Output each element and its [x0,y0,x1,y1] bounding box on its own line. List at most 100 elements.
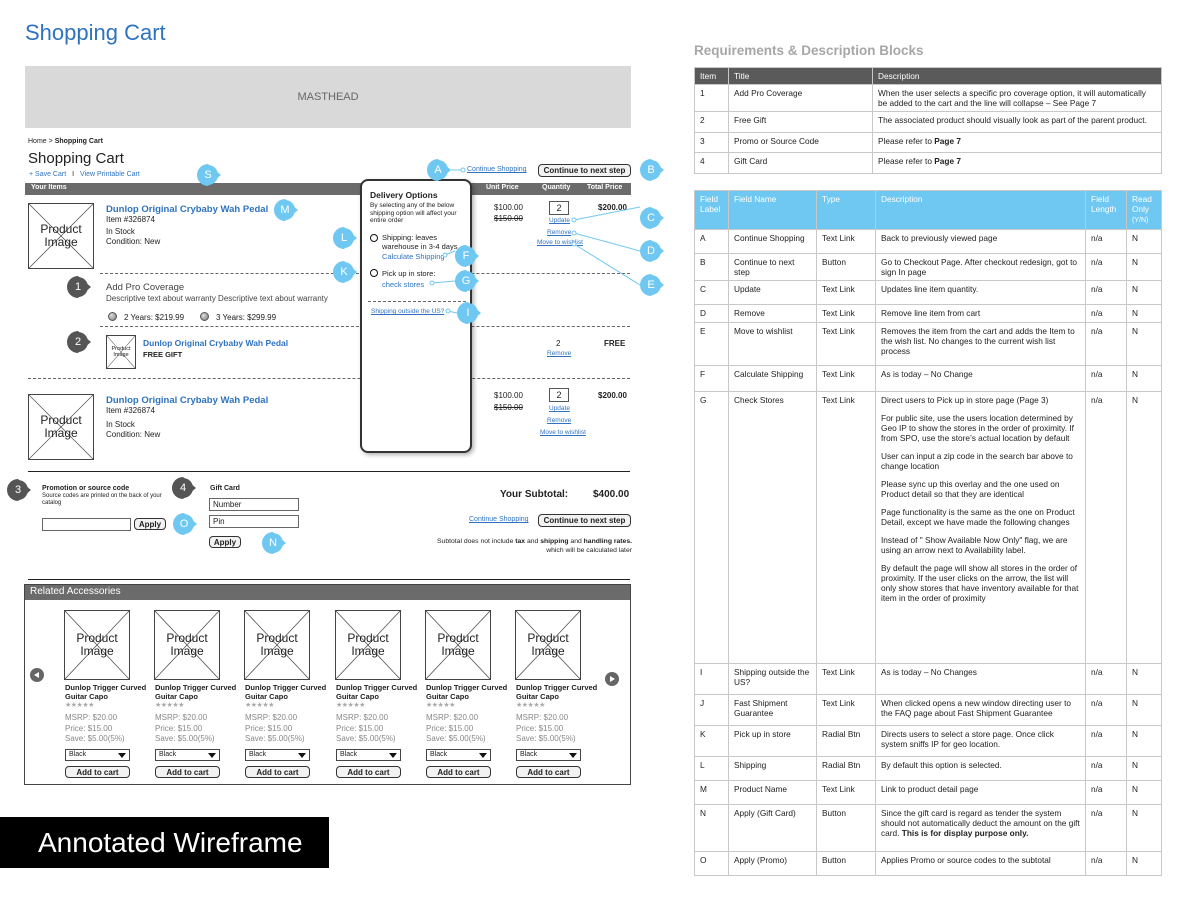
update-link[interactable]: Update [549,405,570,412]
color-select[interactable]: Black [336,749,401,761]
related-save: Save: $5.00(5%) [426,734,486,743]
color-select[interactable]: Black [245,749,310,761]
related-save: Save: $5.00(5%) [336,734,396,743]
table-row: K Pick up in store Radial Btn Directs us… [694,725,1162,757]
update-link[interactable]: Update [549,217,570,224]
related-msrp: MSRP: $20.00 [426,713,479,722]
add-to-cart-button[interactable]: Add to cart [336,766,401,778]
add-to-cart-button[interactable]: Add to cart [65,766,130,778]
field-desc: Since the gift card is regard as tender … [881,808,1080,838]
coverage-radio-2yr[interactable] [108,312,117,321]
delivery-options-overlay: Delivery Options By selecting any of the… [360,179,472,453]
shipping-outside-us-link[interactable]: Shipping outside the US? [371,308,445,315]
subtotal-value: $400.00 [593,489,630,500]
product-image[interactable]: Product Image [28,203,94,269]
remove-link[interactable]: Remove [547,417,572,424]
gift-card-apply-button[interactable]: Apply [209,536,241,548]
note-text: which will be calculated later [546,547,632,554]
color-select[interactable]: Black [516,749,581,761]
annotated-wireframe-banner: Annotated Wireframe [0,817,329,868]
related-save: Save: $5.00(5%) [65,734,125,743]
continue-next-step-button[interactable]: Continue to next step [538,514,631,527]
gift-product-name-link[interactable]: Dunlop Original Crybaby Wah Pedal [143,338,289,348]
field-type: Text Link [816,694,876,726]
annotation-marker-icon: 2 [67,331,91,353]
promo-code-input[interactable] [42,518,131,531]
field-readonly: N [1126,663,1162,695]
continue-shopping-link[interactable]: Continue Shopping [469,516,529,523]
quantity-input[interactable]: 2 [549,388,569,402]
field-label: F [694,365,729,392]
related-product-image[interactable]: Product Image [335,610,401,680]
pickup-radio[interactable] [370,269,378,277]
field-desc: Applies Promo or source codes to the sub… [881,855,1051,865]
coverage-radio-3yr[interactable] [200,312,209,321]
add-to-cart-button[interactable]: Add to cart [426,766,491,778]
related-product-image[interactable]: Product Image [154,610,220,680]
move-to-wishlist-link[interactable]: Move to wishlist [537,239,583,246]
divider [28,471,630,472]
field-readonly: N [1126,229,1162,254]
related-product-image[interactable]: Product Image [425,610,491,680]
product-image[interactable]: Product Image [28,394,94,460]
save-cart-link[interactable]: + Save Cart [29,171,67,178]
gift-card-number-input[interactable]: Number [209,498,299,511]
gift-product-image[interactable]: Product Image [106,335,136,369]
related-product-name[interactable]: Dunlop Trigger Curved Guitar Capo [65,683,147,701]
related-product-name[interactable]: Dunlop Trigger Curved Guitar Capo [155,683,237,701]
annotation-marker-icon: 4 [172,477,196,499]
product-name-link[interactable]: Dunlop Original Crybaby Wah Pedal [106,395,269,406]
related-product-image[interactable]: Product Image [64,610,130,680]
product-name-link[interactable]: Dunlop Original Crybaby Wah Pedal [106,204,269,215]
field-type: Text Link [816,280,876,305]
related-product-image[interactable]: Product Image [515,610,581,680]
shipping-radio[interactable] [370,234,378,242]
calculate-shipping-link[interactable]: Calculate Shipping [382,252,445,261]
printable-cart-link[interactable]: View Printable Cart [80,171,140,178]
note-handling: handling rates. [583,538,632,545]
related-product-image[interactable]: Product Image [244,610,310,680]
rating-stars-icon: ★★★★★ [336,702,365,709]
col-total-price: Total Price [587,184,623,191]
promo-apply-button[interactable]: Apply [134,518,166,530]
masthead: MASTHEAD [25,66,631,128]
continue-shopping-link[interactable]: Continue Shopping [467,166,527,173]
related-product-name[interactable]: Dunlop Trigger Curved Guitar Capo [516,683,598,701]
carousel-prev-button[interactable] [30,668,44,682]
continue-next-step-button[interactable]: Continue to next step [538,164,631,177]
breadcrumb-home[interactable]: Home [28,138,47,145]
quantity-input[interactable]: 2 [549,201,569,215]
cart-column-header: Your Items Unit Price Quantity Total Pri… [25,183,631,195]
field-type: Text Link [816,663,876,695]
field-desc-bold: This is for display purpose only. [901,828,1029,838]
req-desc: When the user selects a specific pro cov… [878,88,1146,108]
rating-stars-icon: ★★★★★ [245,702,274,709]
field-name: Apply (Gift Card) [728,804,817,852]
field-name: Fast Shipment Guarantee [728,694,817,726]
add-to-cart-button[interactable]: Add to cart [245,766,310,778]
check-stores-link[interactable]: check stores [382,280,425,289]
field-label: C [694,280,729,305]
carousel-next-button[interactable] [605,672,619,686]
field-desc-para: Page functionality is the same as the on… [881,507,1075,527]
move-to-wishlist-link[interactable]: Move to wishlist [540,429,586,436]
add-to-cart-button[interactable]: Add to cart [155,766,220,778]
color-select[interactable]: Black [426,749,491,761]
field-description: As is today – No Changes [875,663,1086,695]
gift-card-pin-input[interactable]: Pin [209,515,299,528]
remove-link[interactable]: Remove [547,229,572,236]
table-row: L Shipping Radial Btn By default this op… [694,756,1162,781]
annotation-marker-icon: N [262,532,286,554]
old-price: $150.00 [494,214,523,223]
related-product-name[interactable]: Dunlop Trigger Curved Guitar Capo [245,683,327,701]
add-to-cart-button[interactable]: Add to cart [516,766,581,778]
field-name: Product Name [728,780,817,805]
color-select[interactable]: Black [65,749,130,761]
gift-remove-link[interactable]: Remove [547,350,572,357]
field-readonly: N [1126,780,1162,805]
field-length: n/a [1085,725,1127,757]
related-product-name[interactable]: Dunlop Trigger Curved Guitar Capo [426,683,508,701]
related-product-name[interactable]: Dunlop Trigger Curved Guitar Capo [336,683,418,701]
color-select[interactable]: Black [155,749,220,761]
related-msrp: MSRP: $20.00 [516,713,569,722]
